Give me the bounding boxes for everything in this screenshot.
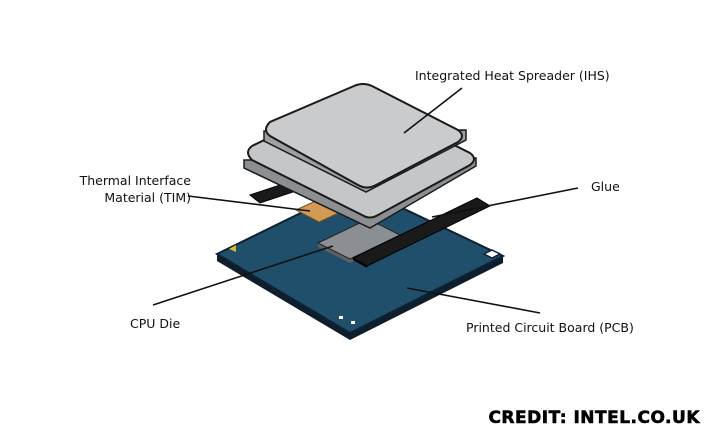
pcb-pad bbox=[351, 321, 355, 324]
cpu-die-label: CPU Die bbox=[130, 316, 181, 331]
leader-lines bbox=[152, 87, 579, 314]
tim-label-line-1: Thermal Interface bbox=[79, 173, 191, 188]
ihs-lid bbox=[243, 83, 477, 229]
glue-label: Glue bbox=[591, 179, 620, 194]
ihs-label: Integrated Heat Spreader (IHS) bbox=[415, 68, 610, 83]
pcb-leader-line bbox=[406, 287, 541, 314]
pcb-label: Printed Circuit Board (PCB) bbox=[466, 320, 634, 335]
ihs-leader-line bbox=[403, 87, 463, 134]
glue-strip-right-shade bbox=[353, 258, 367, 268]
pcb-notch bbox=[482, 249, 502, 259]
pcb-pad bbox=[494, 241, 497, 244]
pcb-pad bbox=[339, 316, 343, 319]
tim-leader-line bbox=[187, 195, 311, 212]
tim-label: Thermal Interface Material (TIM) bbox=[80, 172, 191, 206]
cpu-die-side bbox=[318, 235, 400, 263]
pin-one-marker bbox=[229, 245, 236, 252]
tim-label-line-2: Material (TIM) bbox=[104, 190, 191, 205]
credit-text: CREDIT: INTEL.CO.UK bbox=[488, 408, 700, 429]
glue-leader-line bbox=[431, 187, 579, 218]
cpu-die-leader-line bbox=[152, 245, 334, 306]
ihs-top bbox=[265, 83, 463, 189]
